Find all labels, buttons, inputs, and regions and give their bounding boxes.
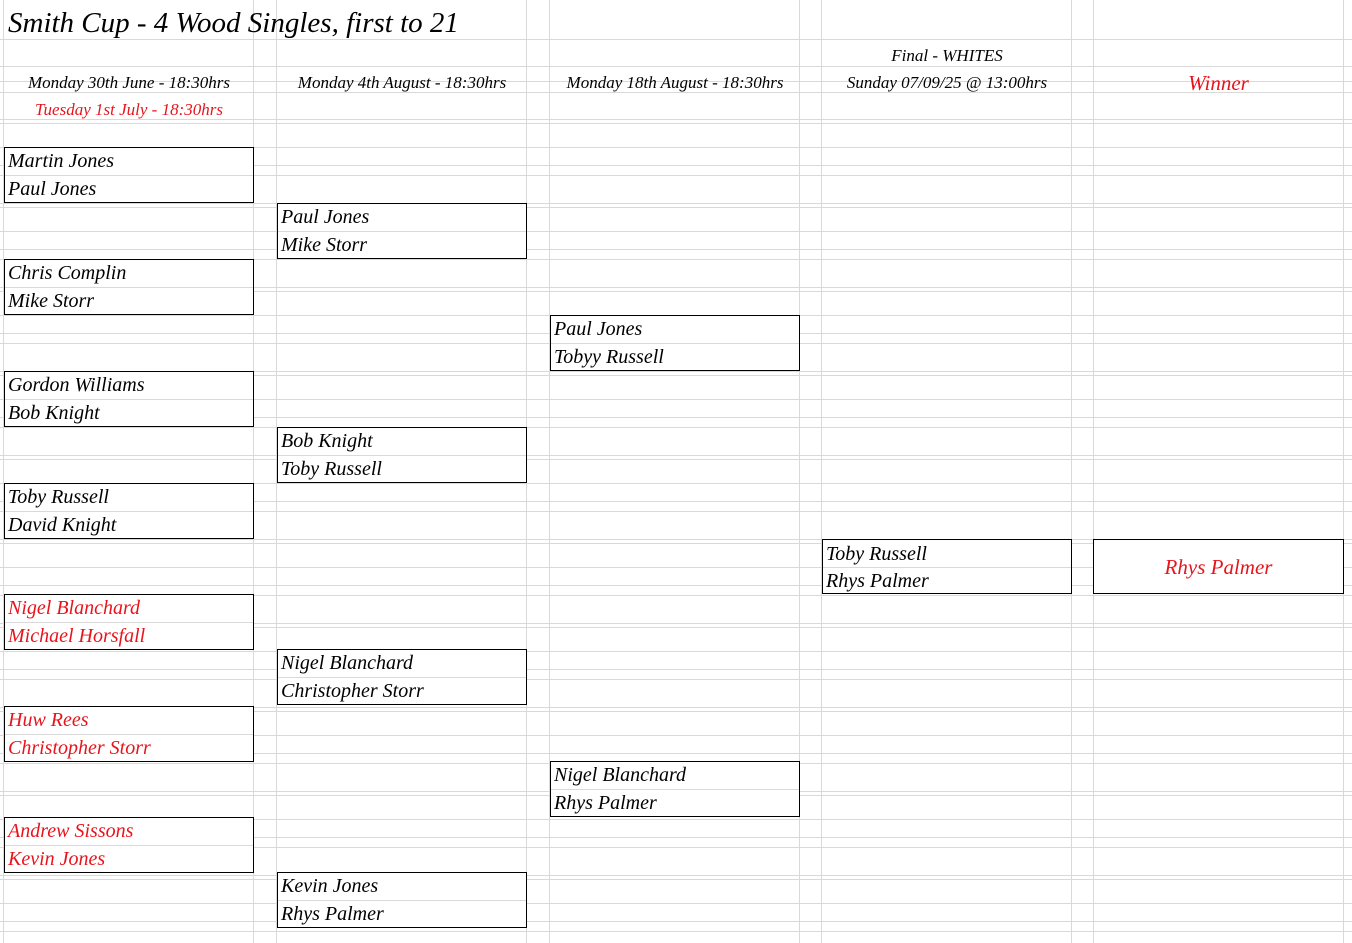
round3-match-2[interactable]: Nigel Blanchard Rhys Palmer — [550, 761, 800, 817]
round2-match-2[interactable]: Bob Knight Toby Russell — [277, 427, 527, 483]
final-date-header: Sunday 07/09/25 @ 13:00hrs — [846, 73, 1048, 92]
round1-alt-date-header: Tuesday 1st July - 18:30hrs — [35, 100, 223, 119]
round2-match-1[interactable]: Paul Jones Mike Storr — [277, 203, 527, 259]
player-name: Toby Russell — [826, 543, 927, 565]
round1-match-1[interactable]: Martin Jones Paul Jones — [4, 147, 254, 203]
round3-match-1[interactable]: Paul Jones Tobyy Russell — [550, 315, 800, 371]
round1-date-header: Monday 30th June - 18:30hrs — [27, 73, 231, 92]
player-name: Nigel Blanchard — [8, 597, 141, 619]
player-name: Rhys Palmer — [281, 903, 384, 925]
player-name: Michael Horsfall — [8, 625, 146, 647]
round1-match-5[interactable]: Nigel Blanchard Michael Horsfall — [4, 594, 254, 650]
round1-match-4[interactable]: Toby Russell David Knight — [4, 483, 254, 539]
player-name: David Knight — [8, 514, 117, 536]
round2-date-header: Monday 4th August - 18:30hrs — [297, 73, 507, 92]
player-name: Paul Jones — [8, 178, 97, 200]
player-name: Mike Storr — [8, 290, 95, 312]
player-name: Martin Jones — [8, 150, 115, 172]
round2-match-3[interactable]: Nigel Blanchard Christopher Storr — [277, 649, 527, 705]
winner-header: Winner — [1188, 71, 1249, 95]
player-name: Andrew Sissons — [8, 820, 134, 842]
round3-date-header: Monday 18th August - 18:30hrs — [566, 73, 784, 92]
player-name: Bob Knight — [8, 402, 100, 424]
winner-cell[interactable]: Rhys Palmer — [1093, 539, 1344, 594]
round1-match-6[interactable]: Huw Rees Christopher Storr — [4, 706, 254, 762]
player-name: Mike Storr — [281, 234, 368, 256]
player-name: Rhys Palmer — [826, 570, 929, 592]
round1-match-2[interactable]: Chris Complin Mike Storr — [4, 259, 254, 315]
player-name: Huw Rees — [8, 709, 89, 731]
round1-match-7[interactable]: Andrew Sissons Kevin Jones — [4, 817, 254, 873]
player-name: Nigel Blanchard — [554, 764, 687, 786]
player-name: Toby Russell — [8, 486, 109, 508]
player-name: Paul Jones — [554, 318, 643, 340]
player-name: Paul Jones — [281, 206, 370, 228]
final-match[interactable]: Toby Russell Rhys Palmer — [822, 539, 1072, 594]
player-name: Gordon Williams — [8, 374, 145, 396]
final-label-header: Final - WHITES — [891, 46, 1003, 65]
player-name: Tobyy Russell — [554, 346, 664, 368]
round1-match-3[interactable]: Gordon Williams Bob Knight — [4, 371, 254, 427]
player-name: Kevin Jones — [281, 875, 379, 897]
player-name: Chris Complin — [8, 262, 127, 284]
sheet-title: Smith Cup - 4 Wood Singles, first to 21 — [8, 7, 459, 39]
player-name: Christopher Storr — [281, 680, 424, 702]
player-name: Christopher Storr — [8, 737, 151, 759]
player-name: Nigel Blanchard — [281, 652, 414, 674]
player-name: Kevin Jones — [8, 848, 106, 870]
round2-match-4[interactable]: Kevin Jones Rhys Palmer — [277, 872, 527, 928]
player-name: Toby Russell — [281, 458, 382, 480]
player-name: Bob Knight — [281, 430, 373, 452]
winner-name: Rhys Palmer — [1164, 555, 1273, 579]
player-name: Rhys Palmer — [554, 792, 657, 814]
